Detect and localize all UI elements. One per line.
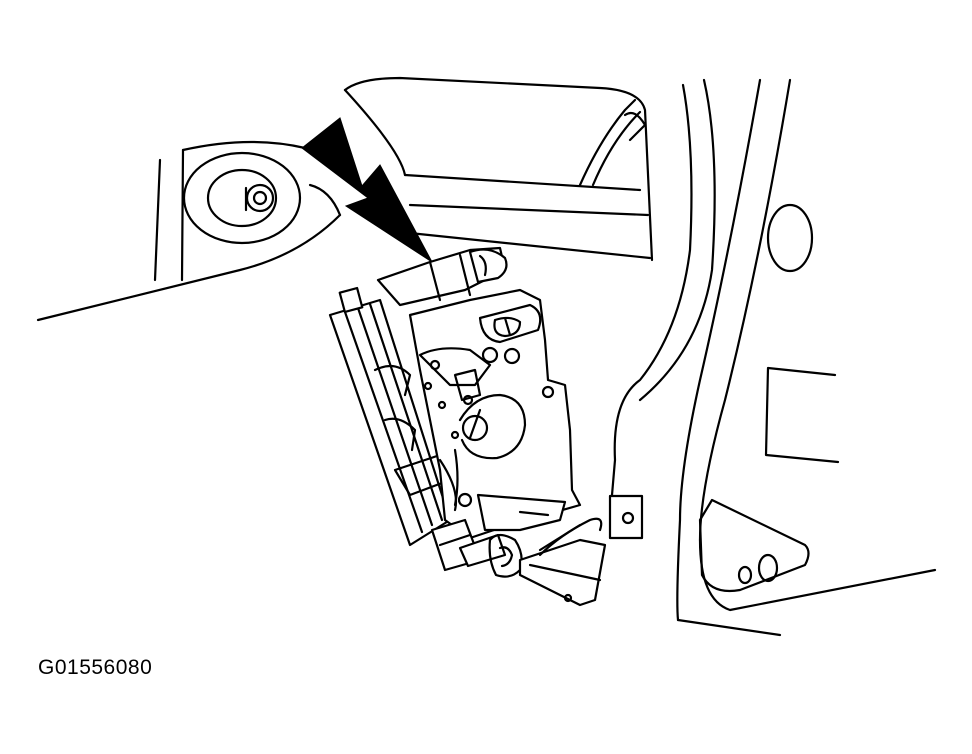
upper-frame bbox=[343, 76, 654, 262]
arrow-icon bbox=[301, 117, 433, 263]
door-latch-assembly bbox=[328, 246, 607, 607]
mount-tab bbox=[608, 494, 644, 540]
door-frame-right bbox=[608, 78, 937, 637]
figure-id-label: G01556080 bbox=[38, 656, 153, 679]
door-panel-left bbox=[36, 140, 347, 322]
access-hole bbox=[182, 151, 302, 245]
lower-access-panel bbox=[698, 498, 810, 593]
